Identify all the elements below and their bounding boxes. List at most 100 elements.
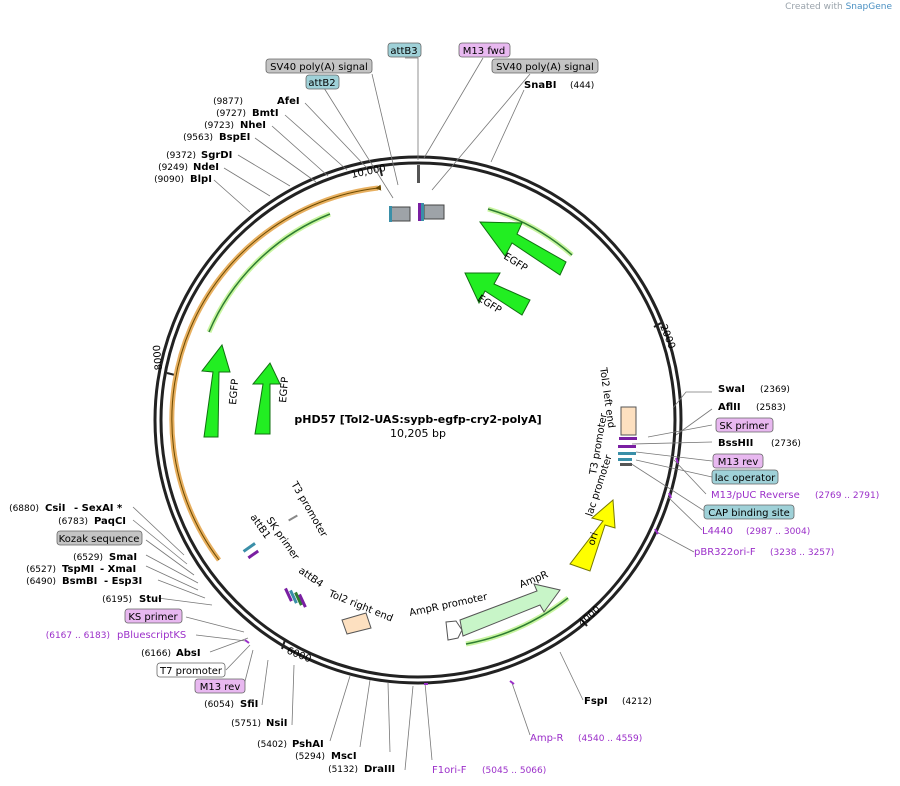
label-tspmi: (6527) TspMI - XmaI bbox=[26, 564, 136, 575]
svg-text:BspEI: BspEI bbox=[219, 132, 250, 143]
label-l4440: L4440(2987 .. 3004) bbox=[702, 526, 810, 537]
svg-text:F1ori-F: F1ori-F bbox=[432, 765, 467, 776]
svg-text:Kozak sequence: Kozak sequence bbox=[59, 534, 140, 545]
egfp-label-1: EGFP bbox=[501, 251, 529, 274]
svg-text:M13/pUC Reverse: M13/pUC Reverse bbox=[711, 490, 800, 501]
label-attb2: attB2 bbox=[305, 74, 340, 90]
label-csii: (6880) CsiI - SexAI * bbox=[9, 503, 123, 514]
svg-text:(5751): (5751) bbox=[231, 719, 261, 729]
label-ks-primer: KS primer bbox=[124, 608, 183, 624]
svg-text:CAP binding site: CAP binding site bbox=[708, 508, 790, 519]
label-swai: SwaI(2369) bbox=[718, 384, 790, 395]
plasmid-length: 10,205 bp bbox=[390, 427, 446, 440]
label-bsmbi: (6490) BsmBI - Esp3I bbox=[26, 576, 142, 587]
svg-text:AflII: AflII bbox=[718, 402, 741, 413]
label-smai: (6529) SmaI bbox=[73, 552, 137, 563]
label-t7-promoter: T7 promoter bbox=[156, 662, 226, 678]
label-m13-fwd: M13 fwd bbox=[458, 42, 511, 58]
top-feature-boxes bbox=[389, 165, 445, 222]
svg-text:(3238 .. 3257): (3238 .. 3257) bbox=[770, 548, 834, 558]
svg-text:(5045 .. 5066): (5045 .. 5066) bbox=[482, 766, 546, 776]
egfp-arrow-top-2 bbox=[464, 272, 531, 316]
svg-text:PshAI: PshAI bbox=[292, 739, 324, 750]
svg-text:(2987 .. 3004): (2987 .. 3004) bbox=[746, 527, 810, 537]
svg-text:- XmaI: - XmaI bbox=[100, 564, 136, 575]
label-draiii: (5132)DraIII bbox=[328, 764, 395, 775]
ampr-arrow bbox=[459, 583, 561, 637]
label-pbluescriptks: (6167 .. 6183)pBluescriptKS bbox=[46, 630, 187, 641]
label-msci: (5294) MscI bbox=[295, 751, 357, 762]
svg-text:lac operator: lac operator bbox=[715, 473, 776, 484]
green-primer-arc-bottom-line bbox=[465, 597, 569, 645]
label-afei: (9877)AfeI bbox=[213, 96, 300, 107]
svg-text:NdeI: NdeI bbox=[193, 162, 219, 173]
label-snabi: SnaBI (444) bbox=[524, 80, 594, 91]
label-amp-r-primer: Amp-R(4540 .. 4559) bbox=[530, 733, 642, 744]
svg-text:(2736): (2736) bbox=[771, 439, 801, 449]
svg-text:SfiI: SfiI bbox=[240, 699, 258, 710]
label-m13-rev-right: M13 rev bbox=[712, 453, 764, 469]
label-pbr322ori-f: pBR322ori-F (3238 .. 3257) bbox=[694, 547, 834, 558]
svg-text:AbsI: AbsI bbox=[176, 648, 201, 659]
svg-text:(6529): (6529) bbox=[73, 553, 103, 563]
label-ndei: (9249)NdeI bbox=[158, 162, 219, 173]
egfp-arrow-top-1 bbox=[478, 221, 567, 276]
green-primer-arc-top-line bbox=[487, 208, 573, 256]
svg-text:- Esp3I: - Esp3I bbox=[104, 576, 142, 587]
label-lac-operator: lac operator bbox=[711, 469, 779, 485]
label-pshai: (5402) PshAI bbox=[257, 739, 324, 750]
svg-text:PaqCI: PaqCI bbox=[94, 516, 126, 527]
svg-text:(9372): (9372) bbox=[166, 151, 196, 161]
svg-text:(2583): (2583) bbox=[756, 403, 786, 413]
svg-text:attB2: attB2 bbox=[308, 78, 335, 89]
svg-text:(6880): (6880) bbox=[9, 504, 39, 514]
tol2-left-box bbox=[620, 406, 637, 436]
svg-text:BsmBI: BsmBI bbox=[62, 576, 97, 587]
credit-prefix: Created with bbox=[785, 2, 843, 12]
svg-text:M13 fwd: M13 fwd bbox=[463, 46, 505, 57]
svg-text:SV40 poly(A) signal: SV40 poly(A) signal bbox=[496, 62, 594, 73]
svg-text:BlpI: BlpI bbox=[190, 174, 212, 185]
svg-text:(6527): (6527) bbox=[26, 565, 56, 575]
svg-text:(9090): (9090) bbox=[154, 175, 184, 185]
svg-text:(6195): (6195) bbox=[102, 595, 132, 605]
svg-text:pBR322ori-F: pBR322ori-F bbox=[694, 547, 756, 558]
svg-text:(9723): (9723) bbox=[204, 121, 234, 131]
label-fspi: FspI(4212) bbox=[584, 696, 652, 707]
svg-text:SmaI: SmaI bbox=[109, 552, 137, 563]
leader-lines bbox=[132, 57, 713, 771]
svg-text:MscI: MscI bbox=[331, 751, 357, 762]
svg-text:(5294): (5294) bbox=[295, 752, 325, 762]
svg-text:- SexAI *: - SexAI * bbox=[74, 503, 123, 514]
svg-text:TspMI: TspMI bbox=[62, 564, 94, 575]
svg-text:M13 rev: M13 rev bbox=[200, 682, 241, 693]
label-sfii: (6054)SfiI bbox=[204, 699, 258, 710]
svg-text:AfeI: AfeI bbox=[277, 96, 300, 107]
svg-text:NsiI: NsiI bbox=[266, 718, 287, 729]
svg-text:(6490): (6490) bbox=[26, 577, 56, 587]
svg-text:(444): (444) bbox=[570, 81, 594, 91]
svg-text:(9727): (9727) bbox=[216, 109, 246, 119]
label-sv40-right: SV40 poly(A) signal bbox=[491, 58, 599, 74]
svg-text:(5402): (5402) bbox=[257, 740, 287, 750]
right-feature-markers bbox=[618, 437, 637, 466]
svg-text:M13 rev: M13 rev bbox=[718, 457, 759, 468]
svg-text:DraIII: DraIII bbox=[364, 764, 395, 775]
label-blpi: (9090) BlpI bbox=[154, 174, 212, 185]
svg-text:NheI: NheI bbox=[240, 120, 266, 131]
orange-feature-arc-line bbox=[171, 184, 382, 561]
attb4-label: attB4 bbox=[296, 565, 325, 590]
label-attb3: attB3 bbox=[387, 42, 422, 58]
svg-text:CsiI: CsiI bbox=[45, 503, 65, 514]
svg-text:(4212): (4212) bbox=[622, 697, 652, 707]
svg-text:(2769 .. 2791): (2769 .. 2791) bbox=[815, 491, 879, 501]
label-nsii: (5751) NsiI bbox=[231, 718, 287, 729]
svg-text:SV40 poly(A) signal: SV40 poly(A) signal bbox=[270, 62, 368, 73]
label-paqci: (6783)PaqCI bbox=[58, 516, 126, 527]
label-nhei: (9723) NheI bbox=[204, 120, 266, 131]
svg-text:SK primer: SK primer bbox=[719, 421, 769, 432]
svg-text:StuI: StuI bbox=[139, 594, 162, 605]
label-m13-puc-reverse: M13/pUC Reverse (2769 .. 2791) bbox=[711, 490, 879, 501]
left-feature-markers bbox=[242, 514, 307, 608]
